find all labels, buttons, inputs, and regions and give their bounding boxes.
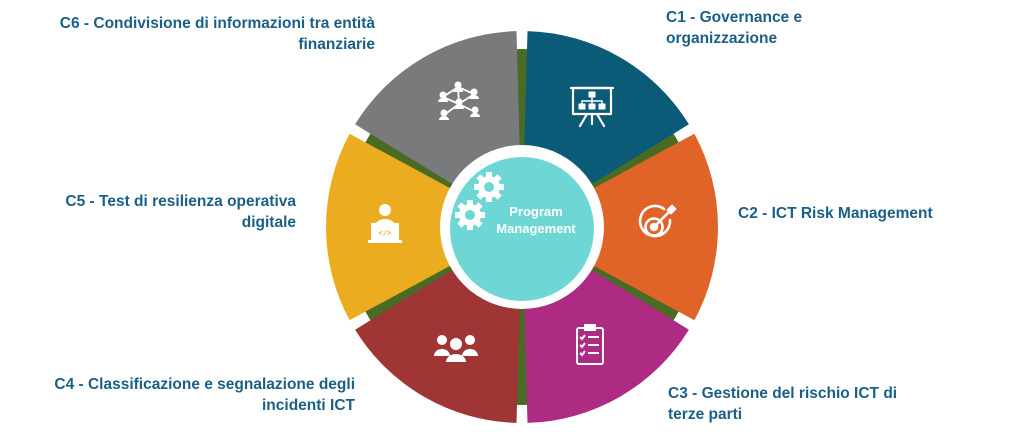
label-c6-line1: C6 - Condivisione di informazioni tra en… xyxy=(59,15,375,32)
svg-text:</>: </> xyxy=(379,229,392,237)
label-c4-line1: C4 - Classificazione e segnalazione degl… xyxy=(54,376,355,393)
center-title-line2: Management xyxy=(496,221,576,236)
network-people-icon xyxy=(438,81,480,120)
sector-c4 xyxy=(355,263,520,423)
label-c5: C5 - Test di resilienza operativa digita… xyxy=(20,191,296,233)
target-icon xyxy=(638,204,677,238)
label-c3-line1: C3 - Gestione del rischio ICT di xyxy=(668,385,898,402)
label-c3-line2: terze parti xyxy=(668,406,743,423)
label-c1-line2: organizzazione xyxy=(666,30,778,47)
label-c5-line2: digitale xyxy=(241,214,296,231)
center-title-line1: Program xyxy=(509,204,562,219)
label-c6: C6 - Condivisione di informazioni tra en… xyxy=(20,13,375,55)
sector-c6 xyxy=(355,31,520,191)
people-group-icon xyxy=(434,335,478,362)
label-c4: C4 - Classificazione e segnalazione degl… xyxy=(10,374,355,416)
sector-c1 xyxy=(524,31,689,191)
presentation-board-icon xyxy=(569,86,615,128)
label-c3: C3 - Gestione del rischio ICT di terze p… xyxy=(668,383,928,425)
label-c6-line2: finanziarie xyxy=(298,36,375,53)
label-c2: C2 - ICT Risk Management xyxy=(738,203,998,224)
developer-laptop-icon: </> xyxy=(368,204,402,243)
sector-c3 xyxy=(524,263,689,423)
label-c4-line2: incidenti ICT xyxy=(262,397,355,414)
label-c5-line1: C5 - Test di resilienza operativa xyxy=(65,193,296,210)
label-c1-line1: C1 - Governance e xyxy=(666,9,803,26)
label-c1: C1 - Governance e organizzazione xyxy=(666,7,906,49)
checklist-icon xyxy=(576,324,604,365)
label-c2-line1: C2 - ICT Risk Management xyxy=(738,205,933,222)
